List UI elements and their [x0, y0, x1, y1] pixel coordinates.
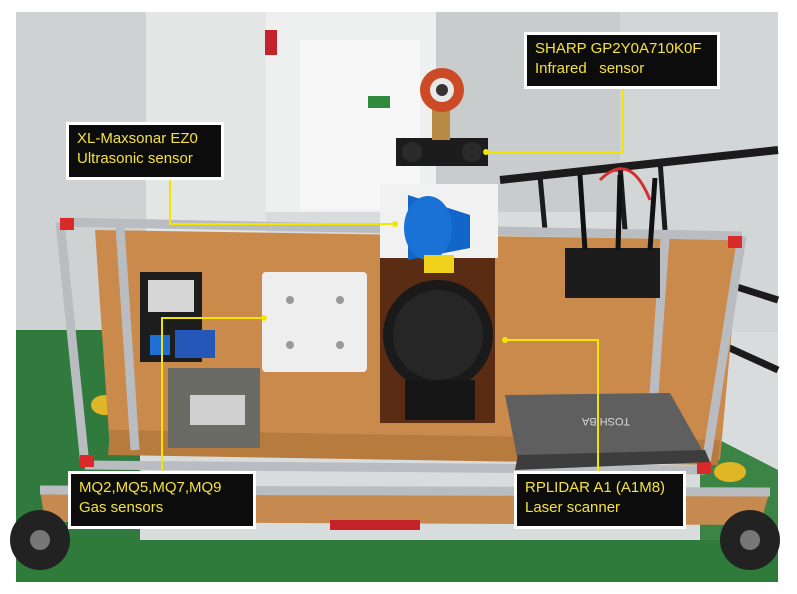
callout-lidar-line2: Laser scanner — [525, 499, 621, 516]
leader-lines — [161, 88, 624, 472]
router — [565, 248, 660, 298]
wheels — [10, 510, 780, 570]
callout-ir-line2: Infrared sensor — [535, 60, 645, 77]
callout-lidar: RPLIDAR A1 (A1M8) Laser scanner — [514, 471, 686, 529]
callout-ir-line1: SHARP GP2Y0A710K0F — [535, 40, 702, 57]
callout-gas-line2: Gas sensors — [79, 499, 164, 516]
leader-ultrasonic — [169, 180, 395, 225]
mounting-plate — [262, 272, 367, 372]
callout-ultrasonic-line2: Ultrasonic sensor — [77, 150, 193, 167]
callout-gas-line1: MQ2,MQ5,MQ7,MQ9 — [79, 479, 222, 496]
callout-ultrasonic-sensor: XL-Maxsonar EZ0 Ultrasonic sensor — [66, 122, 224, 180]
callout-ir-sensor: SHARP GP2Y0A710K0F Infrared sensor — [524, 32, 720, 89]
laptop — [505, 393, 705, 462]
leader-ir — [486, 88, 624, 153]
leader-lidar — [505, 339, 599, 472]
callout-lidar-line1: RPLIDAR A1 (A1M8) — [525, 479, 666, 496]
laptop-brand: TOSHIBA — [581, 415, 630, 427]
callout-ultrasonic-line1: XL-Maxsonar EZ0 — [77, 130, 198, 147]
leader-gas — [161, 317, 264, 472]
callout-gas-sensors: MQ2,MQ5,MQ7,MQ9 Gas sensors — [68, 471, 256, 529]
